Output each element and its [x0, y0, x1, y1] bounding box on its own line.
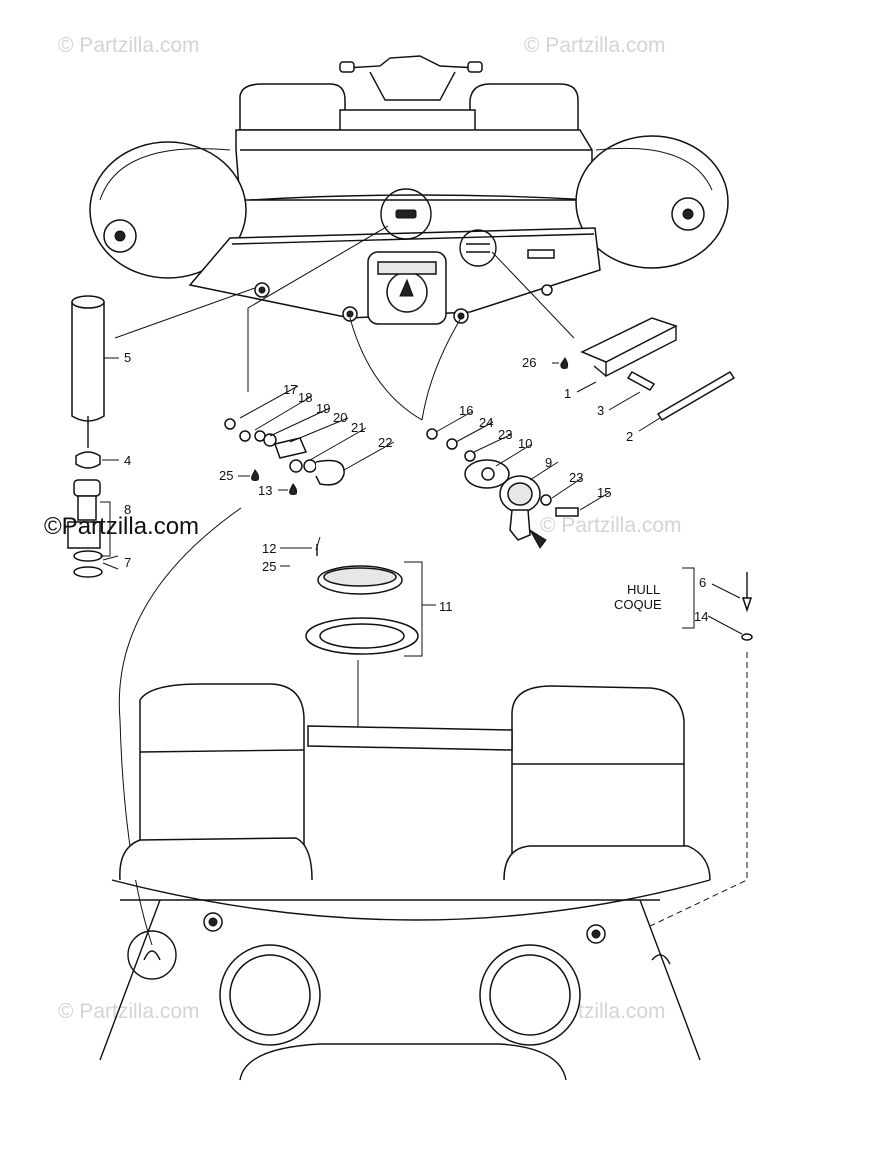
callout-2: 2 [626, 429, 633, 444]
callout-1: 1 [564, 386, 571, 401]
watermark-center: ©Partzilla.com [44, 513, 199, 540]
callout-8: 8 [124, 502, 131, 517]
callout-22: 22 [378, 435, 392, 450]
callout-20: 20 [333, 410, 347, 425]
hull-note-line1: HULL [627, 582, 660, 597]
callout-11: 11 [439, 599, 453, 614]
callout-23-lower: 23 [569, 470, 583, 485]
watermark-bottom-left: © Partzilla.com [58, 1000, 200, 1023]
callout-26: 26 [522, 355, 536, 370]
callout-7: 7 [124, 555, 131, 570]
callout-13: 13 [258, 483, 272, 498]
part-group-access-cover [305, 536, 419, 655]
part-group-rail [560, 317, 736, 422]
callout-5: 5 [124, 350, 131, 365]
watermark-top-right: © Partzilla.com [524, 34, 666, 57]
hull-note-line2: COQUE [614, 597, 662, 612]
callout-17: 17 [283, 382, 297, 397]
callout-9: 9 [545, 455, 552, 470]
callout-14: 14 [694, 609, 708, 624]
grouping-brackets [100, 501, 695, 657]
callout-4: 4 [124, 453, 131, 468]
callout-12: 12 [262, 541, 276, 556]
part-group-hull-fastener [741, 572, 753, 641]
callout-23-upper: 23 [498, 427, 512, 442]
part-group-drain-plug [426, 428, 579, 549]
callout-24: 24 [479, 415, 493, 430]
callout-6: 6 [699, 575, 706, 590]
watercraft-rear-illustration [89, 55, 729, 325]
callout-15: 15 [597, 485, 611, 500]
callout-25-upper: 25 [219, 468, 233, 483]
callout-18: 18 [298, 390, 312, 405]
callout-labels: 1 2 3 4 5 6 7 8 9 10 11 12 13 14 15 16 1… [124, 350, 708, 624]
part-group-mooring-eye [224, 418, 345, 495]
callout-16: 16 [459, 403, 473, 418]
watermark-mid-right: © Partzilla.com [540, 514, 682, 537]
seat-area-illustration [99, 683, 711, 1081]
watermark-top-left: © Partzilla.com [58, 34, 200, 57]
callout-21: 21 [351, 420, 365, 435]
leader-lines [114, 225, 748, 946]
callout-19: 19 [316, 401, 330, 416]
callout-10: 10 [518, 436, 532, 451]
callout-3: 3 [597, 403, 604, 418]
callout-ticks [102, 357, 743, 635]
part-group-tube-and-fittings [67, 295, 105, 578]
callout-25-lower: 25 [262, 559, 276, 574]
